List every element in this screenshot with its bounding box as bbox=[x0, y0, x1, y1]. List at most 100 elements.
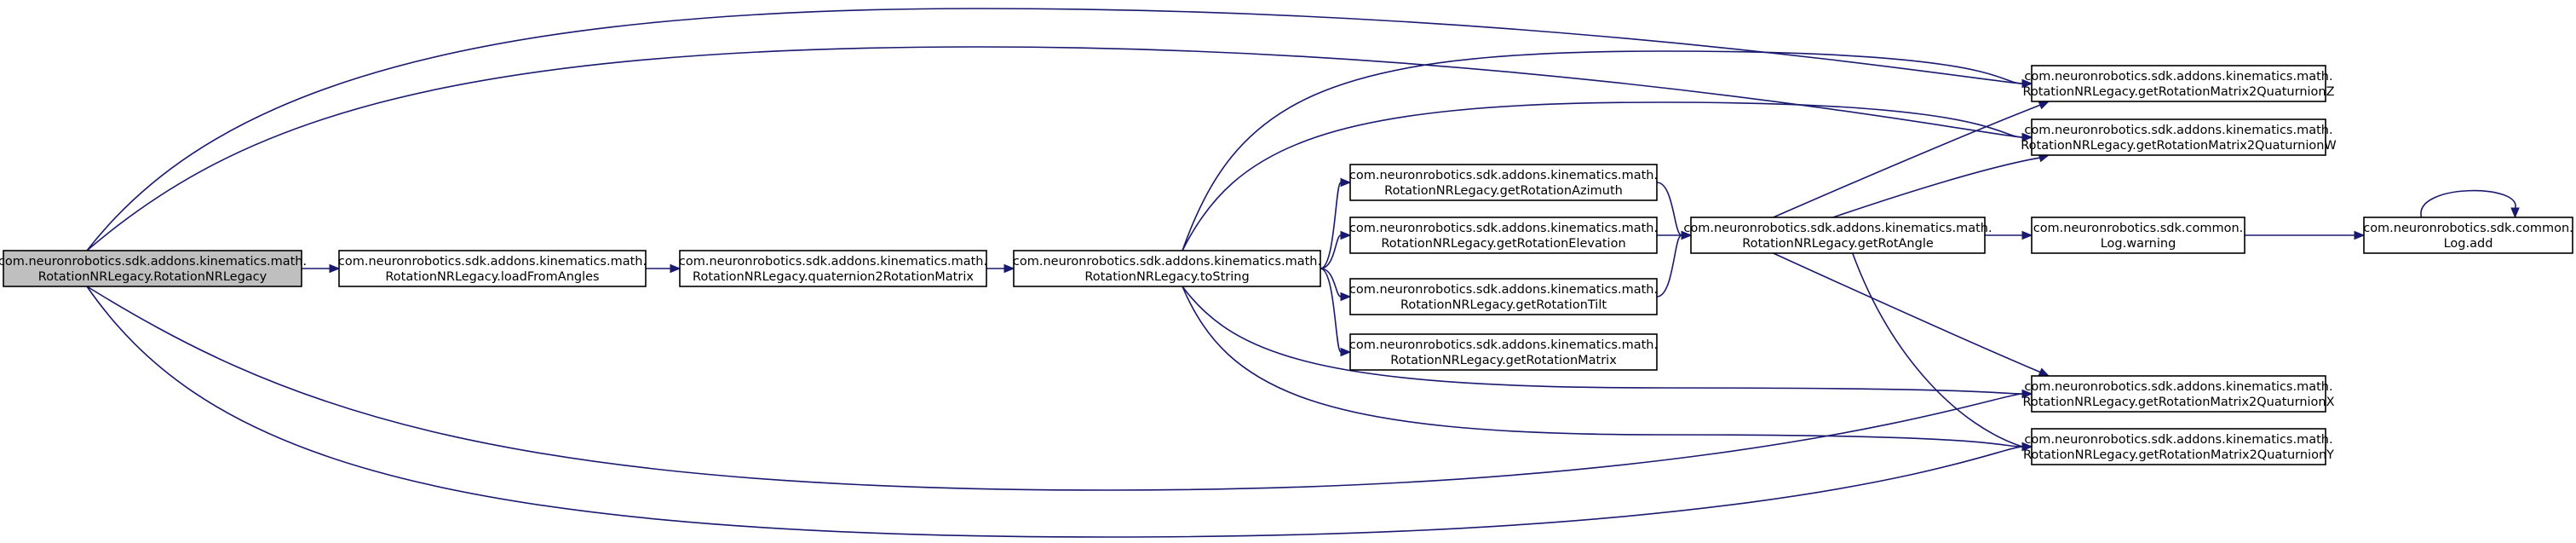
node-qx[interactable]: com.neuronrobotics.sdk.addons.kinematics… bbox=[2022, 375, 2335, 413]
node-tostr[interactable]: com.neuronrobotics.sdk.addons.kinematics… bbox=[1013, 250, 1321, 287]
arrow-head bbox=[1340, 292, 1352, 302]
node-box[interactable] bbox=[1349, 278, 1658, 315]
edge-line bbox=[1851, 252, 2023, 448]
node-azim[interactable]: com.neuronrobotics.sdk.addons.kinematics… bbox=[1349, 164, 1658, 201]
node-box[interactable] bbox=[679, 250, 987, 287]
node-box[interactable] bbox=[2031, 375, 2326, 413]
edge-line bbox=[1656, 234, 1682, 297]
node-label-line1: com.neuronrobotics.sdk.addons.kinematics… bbox=[1349, 169, 1658, 182]
edge-rotang-to-qw bbox=[1832, 153, 2050, 218]
edges-layer bbox=[86, 8, 2520, 538]
edge-line bbox=[1182, 286, 2023, 395]
arrow-head bbox=[2021, 230, 2033, 240]
node-label-line1: com.neuronrobotics.sdk.addons.kinematics… bbox=[679, 255, 987, 269]
node-label-line1: com.neuronrobotics.sdk.addons.kinematics… bbox=[1349, 338, 1658, 352]
edge-tostr-to-qz bbox=[1182, 50, 2033, 251]
arrow-head bbox=[2038, 367, 2050, 377]
node-load[interactable]: com.neuronrobotics.sdk.addons.kinematics… bbox=[338, 250, 647, 287]
node-box[interactable] bbox=[3, 250, 302, 287]
edge-line bbox=[1182, 286, 2023, 448]
node-label-line2: RotationNRLegacy.getRotationTilt bbox=[1400, 298, 1607, 312]
nodes-layer: com.neuronrobotics.sdk.addons.kinematics… bbox=[0, 65, 2573, 465]
arrow-head bbox=[2021, 389, 2033, 399]
node-label-line2: RotationNRLegacy.getRotationMatrix2Quatu… bbox=[2022, 85, 2334, 99]
node-box[interactable] bbox=[2031, 65, 2326, 102]
node-label-line2: RotationNRLegacy.toString bbox=[1084, 270, 1249, 284]
node-label-line2: Log.add bbox=[2444, 237, 2493, 251]
node-warn[interactable]: com.neuronrobotics.sdk.common.Log.warnin… bbox=[2031, 217, 2245, 254]
node-label-line1: com.neuronrobotics.sdk.addons.kinematics… bbox=[2024, 380, 2332, 394]
edge-line bbox=[86, 286, 2023, 491]
edge-line bbox=[2420, 189, 2516, 218]
node-box[interactable] bbox=[1349, 217, 1658, 254]
node-label-line2: RotationNRLegacy.getRotationMatrix bbox=[1390, 354, 1617, 367]
edge-line bbox=[1320, 268, 1342, 297]
edge-line bbox=[1832, 157, 2040, 218]
edge-rotang-to-qy bbox=[1851, 252, 2033, 452]
edge-root-to-qy bbox=[86, 286, 2033, 538]
edge-line bbox=[1182, 101, 2023, 251]
node-box[interactable] bbox=[2363, 217, 2573, 254]
node-label-line1: com.neuronrobotics.sdk.addons.kinematics… bbox=[338, 255, 647, 269]
edge-line bbox=[1773, 252, 2041, 373]
node-label-line2: RotationNRLegacy.getRotAngle bbox=[1742, 237, 1934, 251]
arrow-head bbox=[670, 263, 681, 274]
node-label-line1: com.neuronrobotics.sdk.addons.kinematics… bbox=[1349, 222, 1658, 235]
node-root[interactable]: com.neuronrobotics.sdk.addons.kinematics… bbox=[0, 250, 307, 287]
node-box[interactable] bbox=[338, 250, 647, 287]
node-matrix[interactable]: com.neuronrobotics.sdk.addons.kinematics… bbox=[1349, 333, 1658, 371]
node-add[interactable]: com.neuronrobotics.sdk.common.Log.add bbox=[2363, 217, 2573, 254]
node-label-line2: RotationNRLegacy.getRotationMatrix2Quatu… bbox=[2022, 396, 2334, 409]
arrow-head bbox=[1003, 263, 1015, 274]
node-box[interactable] bbox=[2031, 428, 2326, 465]
node-label-line1: com.neuronrobotics.sdk.addons.kinematics… bbox=[1683, 222, 1992, 235]
edge-line bbox=[1182, 50, 2023, 251]
arrow-head bbox=[329, 263, 341, 274]
node-box[interactable] bbox=[2031, 118, 2326, 156]
node-label-line2: RotationNRLegacy.quaternion2RotationMatr… bbox=[693, 270, 974, 284]
arrow-head bbox=[2021, 132, 2033, 142]
node-label-line1: com.neuronrobotics.sdk.addons.kinematics… bbox=[0, 255, 307, 269]
arrow-head bbox=[2038, 101, 2050, 110]
edge-line bbox=[86, 286, 2023, 538]
edge-line bbox=[1773, 104, 2041, 218]
node-label-line2: Log.warning bbox=[2101, 237, 2176, 251]
edge-line bbox=[1320, 182, 1342, 269]
node-tilt[interactable]: com.neuronrobotics.sdk.addons.kinematics… bbox=[1349, 278, 1658, 315]
edge-load-to-quat bbox=[646, 263, 681, 274]
arrow-head bbox=[1340, 347, 1352, 357]
node-qw[interactable]: com.neuronrobotics.sdk.addons.kinematics… bbox=[2021, 118, 2337, 156]
node-label-line1: com.neuronrobotics.sdk.addons.kinematics… bbox=[2024, 124, 2332, 137]
edge-tostr-to-tilt bbox=[1320, 268, 1352, 302]
node-label-line2: RotationNRLegacy.RotationNRLegacy bbox=[38, 270, 267, 284]
node-qz[interactable]: com.neuronrobotics.sdk.addons.kinematics… bbox=[2022, 65, 2335, 102]
node-box[interactable] bbox=[1013, 250, 1321, 287]
node-label-line2: RotationNRLegacy.getRotationMatrix2Quatu… bbox=[2023, 448, 2334, 462]
edge-line bbox=[86, 46, 2023, 251]
edge-tostr-to-qx bbox=[1182, 286, 2033, 399]
edge-tilt-to-rotang bbox=[1656, 230, 1693, 297]
arrow-head bbox=[2354, 230, 2366, 240]
node-box[interactable] bbox=[2031, 217, 2245, 254]
arrow-head bbox=[1681, 230, 1693, 240]
arrow-head bbox=[1340, 230, 1352, 240]
node-box[interactable] bbox=[1349, 333, 1658, 371]
edge-tostr-to-azim bbox=[1320, 177, 1352, 269]
node-rotang[interactable]: com.neuronrobotics.sdk.addons.kinematics… bbox=[1683, 217, 1992, 254]
node-box[interactable] bbox=[1690, 217, 1986, 254]
arrow-head bbox=[2021, 78, 2033, 89]
node-label-line1: com.neuronrobotics.sdk.addons.kinematics… bbox=[1013, 255, 1321, 269]
edge-rotang-to-qz bbox=[1773, 101, 2050, 218]
edge-tostr-to-elev bbox=[1320, 230, 1352, 269]
node-box[interactable] bbox=[1349, 164, 1658, 201]
edge-root-to-qz bbox=[86, 8, 2033, 251]
edge-line bbox=[1320, 268, 1342, 353]
node-elev[interactable]: com.neuronrobotics.sdk.addons.kinematics… bbox=[1349, 217, 1658, 254]
node-qy[interactable]: com.neuronrobotics.sdk.addons.kinematics… bbox=[2023, 428, 2334, 465]
arrow-head bbox=[2510, 207, 2520, 219]
edge-quat-to-tostr bbox=[986, 263, 1015, 274]
edge-line bbox=[1320, 234, 1342, 269]
edge-warn-to-add bbox=[2245, 230, 2366, 240]
node-quat[interactable]: com.neuronrobotics.sdk.addons.kinematics… bbox=[679, 250, 987, 287]
